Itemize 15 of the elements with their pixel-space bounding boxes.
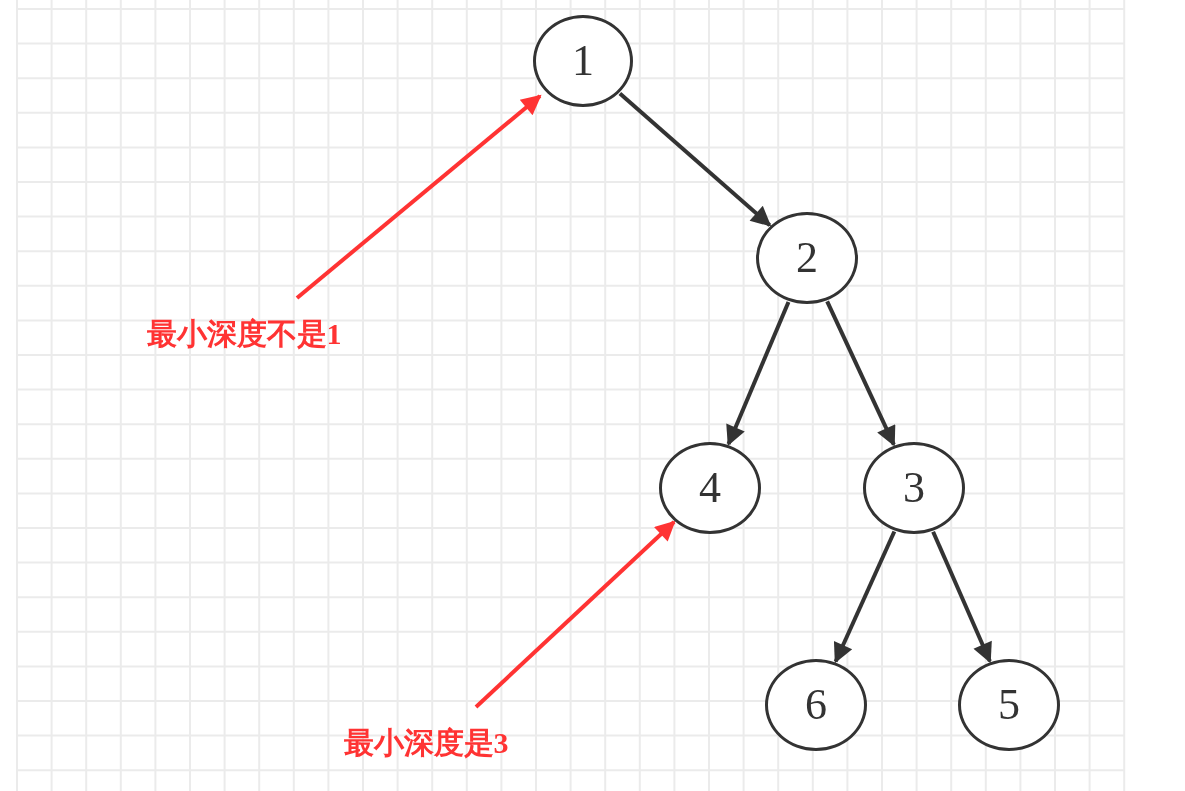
arrow [833, 530, 897, 664]
node-number: 1 [572, 39, 594, 83]
arrow [825, 300, 896, 447]
arrow [726, 301, 791, 446]
annotation-text: 最小深度不是1 [146, 319, 342, 349]
arrow [474, 520, 676, 709]
arrow [931, 530, 992, 664]
node-number: 3 [903, 466, 925, 510]
node-number: 4 [699, 466, 721, 510]
arrow [295, 94, 542, 300]
node-number: 5 [998, 683, 1020, 727]
arrow [618, 91, 772, 227]
annotation-text: 最小深度是3 [343, 728, 509, 758]
node-number: 2 [796, 236, 818, 280]
node-number: 6 [805, 683, 827, 727]
